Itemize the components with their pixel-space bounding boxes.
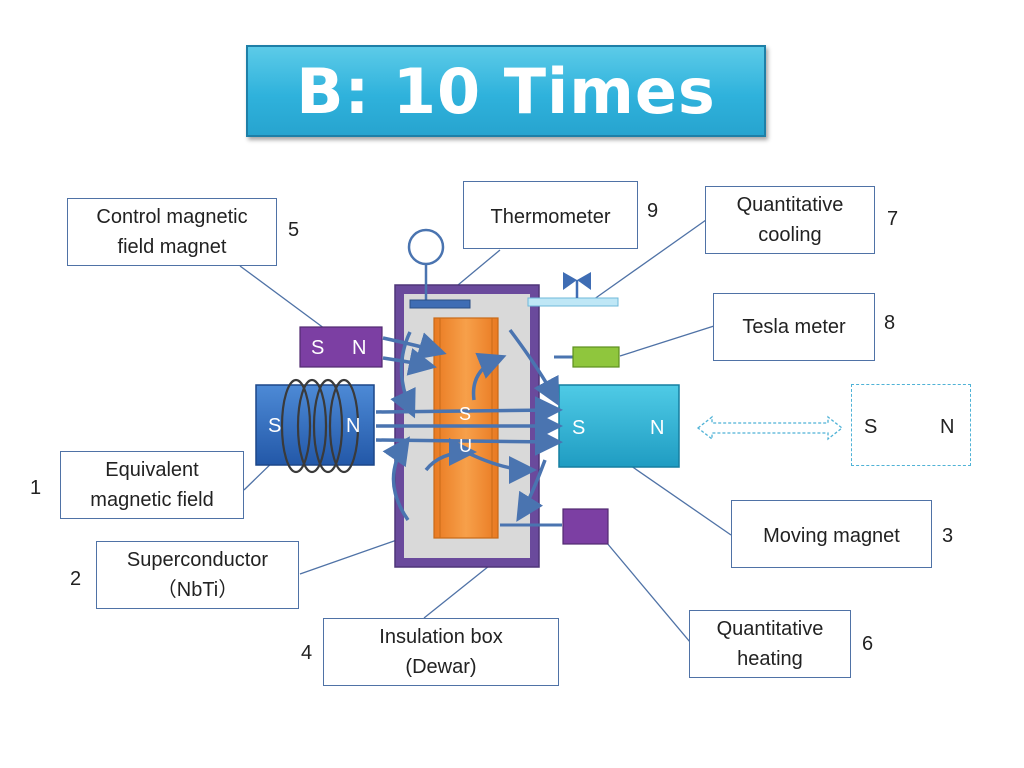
- thermometer-number: 9: [647, 200, 659, 222]
- field-lines: [375, 328, 563, 522]
- coil: [280, 378, 360, 474]
- control-magnet-label: Control magnetic field magnet: [67, 198, 277, 266]
- control-magnet-number: 5: [288, 219, 300, 241]
- control-magnet: [299, 326, 383, 368]
- tesla-meter-number: 8: [884, 312, 896, 334]
- tesla-probe: [572, 346, 620, 368]
- moving-magnet-label: Moving magnet: [731, 500, 932, 568]
- quantitative-cooling-label: Quantitative cooling: [705, 186, 875, 254]
- moving-magnet-position: [851, 384, 971, 466]
- superconductor-letter-u: U: [459, 436, 472, 456]
- superconductor-number: 2: [70, 568, 82, 590]
- equivalent-field-label: Equivalent magnetic field: [60, 451, 244, 519]
- position-magnet-s-label: S: [864, 416, 878, 438]
- superconductor-label: Superconductor （NbTi）: [96, 541, 299, 609]
- title-banner: B: 10 Times: [246, 45, 766, 137]
- insulation-box-label: Insulation box (Dewar): [323, 618, 559, 686]
- equivalent-field-number: 1: [30, 477, 42, 499]
- superconductor-bar: [433, 317, 499, 539]
- thermometer-icon: [407, 228, 445, 266]
- insulation-box-number: 4: [301, 642, 313, 664]
- moving-magnet-n-label: N: [650, 417, 665, 439]
- quantitative-heating-label: Quantitative heating: [689, 610, 851, 678]
- quantitative-cooling-number: 7: [887, 208, 899, 230]
- equivalent-magnet-s-label: S: [268, 415, 282, 437]
- superconductor-letter-s: S: [459, 404, 472, 424]
- position-magnet-n-label: N: [940, 416, 955, 438]
- moving-magnet-number: 3: [942, 525, 954, 547]
- thermometer-label: Thermometer: [463, 181, 638, 249]
- valve-icon: [563, 272, 591, 298]
- leader-lines: [239, 219, 732, 643]
- equivalent-magnet-n-label: N: [346, 415, 361, 437]
- movement-arrow: [696, 415, 844, 441]
- control-magnet-s-label: S: [311, 337, 325, 359]
- cooling-pipe: [527, 297, 619, 307]
- moving-magnet-s-label: S: [572, 417, 586, 439]
- moving-magnet: [558, 384, 680, 468]
- quantitative-heating-number: 6: [862, 633, 874, 655]
- control-magnet-n-label: N: [352, 337, 367, 359]
- tesla-meter-label: Tesla meter: [713, 293, 875, 361]
- page-title: B: 10 Times: [296, 54, 716, 128]
- heater-block: [562, 508, 609, 545]
